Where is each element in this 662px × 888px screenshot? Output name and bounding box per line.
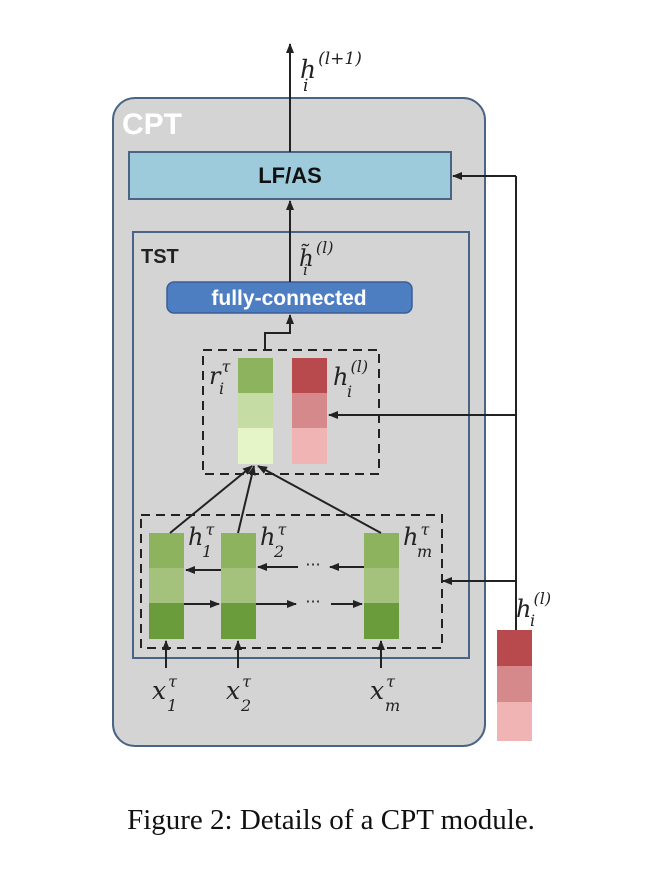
h1-vector <box>149 533 184 639</box>
arrow-attention-to-fc <box>264 314 294 350</box>
tst-title: TST <box>141 246 179 268</box>
label-h-output: h(l+1)i <box>300 49 362 96</box>
tst-box <box>132 231 470 659</box>
label-h-inner: h(l)i <box>333 357 368 401</box>
cpt-module-title: CPT <box>122 108 182 141</box>
h2-vector <box>221 533 256 639</box>
label-h-outer: h(l)i <box>516 589 551 630</box>
label-h-tilde: h̃(l)i <box>299 238 333 279</box>
connectors <box>162 43 517 668</box>
lfas-block <box>128 151 452 200</box>
fully-connected-label: fully-connected <box>211 287 366 310</box>
h-inner-vector <box>292 358 327 464</box>
dots-backward: ··· <box>305 555 320 574</box>
lfas-label: LF/AS <box>258 163 322 188</box>
figure-caption: Figure 2: Details of a CPT module. <box>127 804 535 836</box>
arrow-h1-to-r <box>169 465 253 534</box>
dots-forward: ··· <box>305 592 320 611</box>
hm-vector <box>364 533 399 639</box>
arrow-hm-to-r <box>257 465 382 534</box>
h-outer-vector <box>497 630 532 741</box>
arrow-h2-to-r <box>237 465 256 534</box>
r-vector <box>238 358 273 464</box>
